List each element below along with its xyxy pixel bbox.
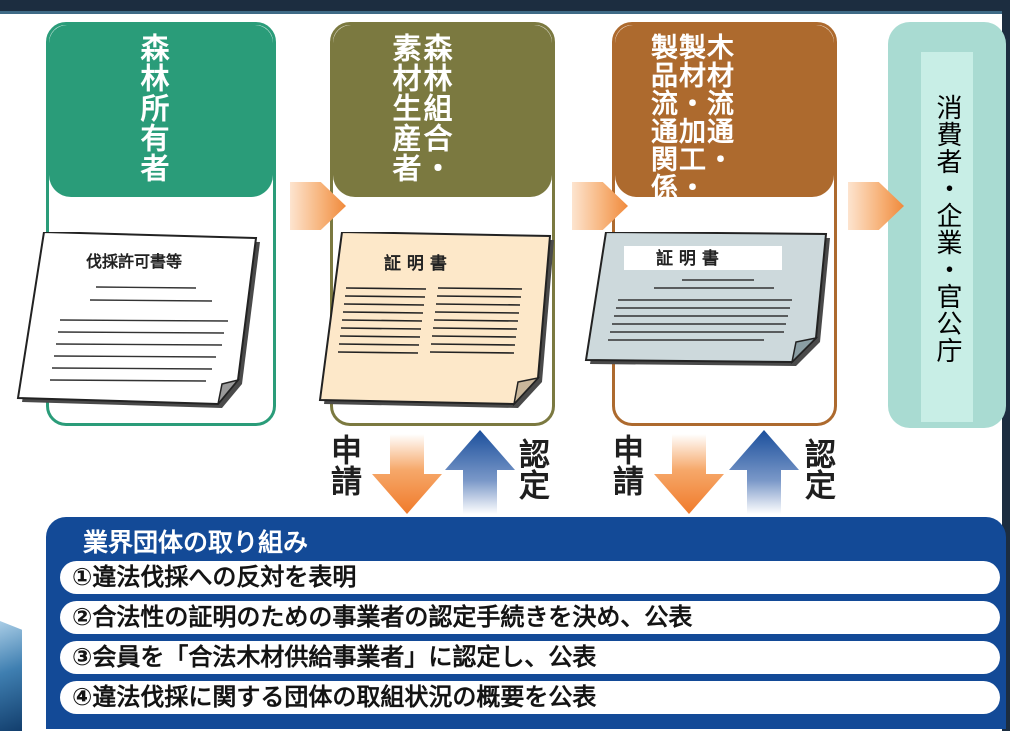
- certify-label: 認定: [799, 438, 835, 500]
- apply-label: 申請: [325, 434, 361, 496]
- document-title: 証 明 書: [656, 248, 719, 269]
- column-consumers: 消費者・企業・官公庁: [888, 22, 1006, 428]
- certify-arrow: [445, 430, 515, 514]
- corner-decoration: [0, 621, 22, 731]
- certify-arrow: [729, 430, 799, 514]
- document-title: 伐採許可書等: [86, 252, 182, 271]
- panel-title: 業界団体の取り組み: [83, 528, 309, 557]
- column-label: 木材流通・ 製材・加工・ 製品流通関係者: [646, 33, 733, 229]
- column-label: 森林組合・ 素材生産者: [388, 33, 453, 183]
- panel-item: ①違法伐採への反対を表明: [60, 561, 1000, 594]
- top-frame: [0, 0, 1010, 14]
- column-header: [615, 25, 834, 197]
- column-header: [49, 25, 273, 197]
- column-label: 森林所有者: [136, 33, 170, 183]
- apply-arrow: [372, 434, 442, 514]
- consumer-panel: [921, 52, 973, 422]
- certify-label: 認定: [513, 438, 549, 500]
- document-certificate: 証 明 書: [318, 232, 554, 408]
- document-certificate: 証 明 書: [584, 232, 830, 366]
- column-header: [333, 25, 552, 197]
- apply-label: 申請: [607, 434, 643, 496]
- industry-efforts-panel: 業界団体の取り組み ①違法伐採への反対を表明 ②合法性の証明のための事業者の認定…: [46, 517, 1006, 729]
- panel-item: ③会員を「合法木材供給事業者」に認定し、公表: [60, 641, 1000, 674]
- right-frame: [1002, 0, 1010, 731]
- panel-item: ④違法伐採に関する団体の取組状況の概要を公表: [60, 681, 1000, 714]
- document-title: 証 明 書: [384, 253, 447, 274]
- panel-item: ②合法性の証明のための事業者の認定手続きを決め、公表: [60, 601, 1000, 634]
- apply-arrow: [654, 434, 724, 514]
- document-permit: 伐採許可書等: [16, 232, 260, 408]
- column-label: 消費者・企業・官公庁: [932, 94, 962, 364]
